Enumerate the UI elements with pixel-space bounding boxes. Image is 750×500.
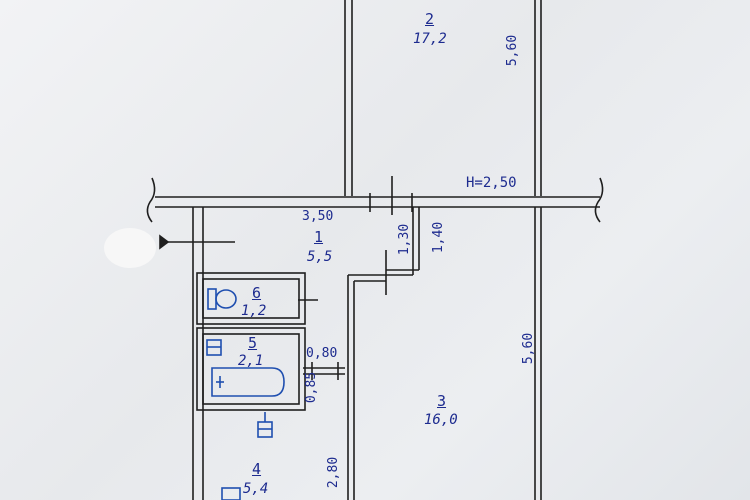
room-1-width-dimension: 3,50 — [302, 209, 334, 224]
room-6-walls — [196, 272, 318, 325]
room-1-number: 1 — [314, 228, 324, 246]
room-3-walls — [347, 207, 542, 500]
room-2-area: 17,2 — [413, 31, 447, 47]
room-4-length-dimension: 2,80 — [326, 456, 342, 489]
ceiling-height-label: H=2,50 — [466, 175, 517, 191]
kitchen-sink-icon — [257, 412, 273, 438]
room-2-length-dimension: 5,60 — [505, 34, 521, 67]
room-5-number: 5 — [248, 334, 258, 352]
room-5-area: 2,1 — [238, 353, 264, 369]
room-2-walls — [344, 0, 542, 196]
room-3-number: 3 — [437, 392, 447, 410]
room-5-walls — [196, 327, 345, 411]
room-3-area: 16,0 — [424, 412, 458, 428]
door-0-85-dimension: 0,85 — [304, 371, 320, 404]
plumbing-fixtures — [206, 288, 285, 500]
room-6-area: 1,2 — [241, 303, 267, 319]
room-6-number: 6 — [252, 284, 262, 302]
room-4-area: 5,4 — [243, 481, 269, 497]
paper-blot — [104, 228, 156, 268]
bathtub-icon — [211, 367, 285, 397]
room-3-length-dimension: 5,60 — [521, 332, 537, 365]
toilet-icon — [207, 288, 237, 310]
opening-1-40-dimension: 1,40 — [431, 221, 447, 254]
sink-icon — [206, 339, 222, 356]
room-1-area: 5,5 — [307, 249, 333, 265]
stove-icon — [221, 487, 241, 500]
room-2-number: 2 — [425, 10, 435, 28]
door-0-80-dimension: 0,80 — [306, 346, 338, 361]
room-4-number: 4 — [252, 460, 262, 478]
main-horizontal-wall — [146, 176, 604, 223]
opening-1-30-dimension: 1,30 — [397, 223, 413, 256]
